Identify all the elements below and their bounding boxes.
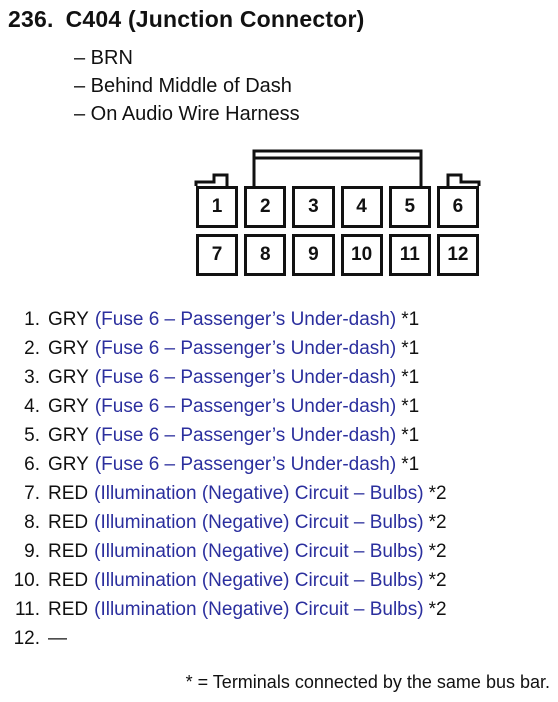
wire-color: GRY	[48, 454, 89, 475]
wire-busbar-mark: *2	[428, 512, 447, 533]
wire-item: 8. RED(Illumination (Negative) Circuit – …	[0, 508, 447, 537]
wire-color: RED	[48, 512, 89, 533]
locking-tab	[252, 149, 423, 186]
wire-busbar-mark: *1	[401, 309, 420, 330]
wire-index: 8.	[24, 512, 40, 533]
connector-diagram: 1 2 3 4 5 6 7 8 9 10 11 12	[190, 146, 490, 286]
wire-color: GRY	[48, 367, 89, 388]
right-latch	[446, 173, 481, 186]
wire-busbar-mark: *1	[401, 338, 420, 359]
wire-color: RED	[48, 599, 89, 620]
pin-4: 4	[340, 186, 383, 228]
wire-description: (Fuse 6 – Passenger’s Under-dash)	[94, 367, 397, 388]
wire-busbar-mark: *2	[428, 570, 447, 591]
wire-item: 10. RED(Illumination (Negative) Circuit –…	[0, 566, 447, 595]
wire-color: RED	[48, 483, 89, 504]
wire-item: 12. —	[0, 624, 447, 653]
pin-8: 8	[244, 234, 287, 276]
wire-index: 1.	[24, 309, 40, 330]
detail-harness: – On Audio Wire Harness	[74, 103, 300, 125]
wire-color: RED	[48, 570, 89, 591]
wire-item: 4. GRY(Fuse 6 – Passenger’s Under-dash)*1	[0, 392, 447, 421]
wire-description: (Fuse 6 – Passenger’s Under-dash)	[94, 396, 397, 417]
wire-busbar-mark: *2	[428, 483, 447, 504]
wire-list: 1.GRY(Fuse 6 – Passenger’s Under-dash)*1…	[0, 305, 447, 653]
wire-description: (Illumination (Negative) Circuit – Bulbs…	[94, 599, 424, 620]
connector-number: 236.	[8, 6, 54, 32]
wire-color: GRY	[48, 338, 89, 359]
wire-description: (Fuse 6 – Passenger’s Under-dash)	[94, 454, 397, 475]
wire-index: 3.	[24, 367, 40, 388]
detail-location: – Behind Middle of Dash	[74, 75, 292, 97]
wire-color: GRY	[48, 425, 89, 446]
wire-item: 3. GRY(Fuse 6 – Passenger’s Under-dash)*1	[0, 363, 447, 392]
wire-index: 7.	[24, 483, 40, 504]
wire-busbar-mark: *2	[428, 599, 447, 620]
wire-description: (Illumination (Negative) Circuit – Bulbs…	[94, 570, 424, 591]
wire-index: 9.	[24, 541, 40, 562]
wire-busbar-mark: *2	[428, 541, 447, 562]
wire-index: 12.	[13, 628, 40, 649]
detail-color: – BRN	[74, 47, 133, 69]
pin-5: 5	[388, 186, 431, 228]
pin-12: 12	[436, 234, 479, 276]
pin-2: 2	[244, 186, 287, 228]
connector-details: – BRN – Behind Middle of Dash – On Audio…	[74, 44, 300, 128]
wire-index: 4.	[24, 396, 40, 417]
wire-busbar-mark: *1	[401, 396, 420, 417]
left-latch	[194, 173, 229, 186]
busbar-footnote: * = Terminals connected by the same bus …	[185, 672, 550, 692]
wire-item: 5. GRY(Fuse 6 – Passenger’s Under-dash)*1	[0, 421, 447, 450]
pin-10: 10	[340, 234, 383, 276]
wire-busbar-mark: *1	[401, 454, 420, 475]
wire-index: 5.	[24, 425, 40, 446]
wire-busbar-mark: *1	[401, 367, 420, 388]
pin-1: 1	[196, 186, 239, 228]
wire-item: 1. GRY(Fuse 6 – Passenger’s Under-dash)*1	[0, 305, 447, 334]
wire-color: GRY	[48, 396, 89, 417]
wire-index: 6.	[24, 454, 40, 475]
wire-description: (Fuse 6 – Passenger’s Under-dash)	[94, 425, 397, 446]
wire-color: RED	[48, 541, 89, 562]
wire-description: (Illumination (Negative) Circuit – Bulbs…	[94, 512, 424, 533]
wire-index: 11.	[14, 599, 40, 620]
wire-index: 2.	[24, 338, 40, 359]
pin-grid: 1 2 3 4 5 6 7 8 9 10 11 12	[196, 186, 479, 276]
wire-color: GRY	[48, 309, 89, 330]
pin-11: 11	[388, 234, 431, 276]
wire-busbar-mark: *1	[401, 425, 420, 446]
page-title: 236. C404 (Junction Connector)	[8, 6, 365, 33]
connector-name: C404 (Junction Connector)	[65, 6, 365, 32]
pin-9: 9	[292, 234, 335, 276]
pin-6: 6	[436, 186, 479, 228]
wire-item: 7. RED(Illumination (Negative) Circuit – …	[0, 479, 447, 508]
wire-description: (Illumination (Negative) Circuit – Bulbs…	[94, 483, 424, 504]
wire-index: 10.	[13, 570, 40, 591]
wire-item: 9. RED(Illumination (Negative) Circuit – …	[0, 537, 447, 566]
wire-description: (Fuse 6 – Passenger’s Under-dash)	[94, 309, 397, 330]
wire-item: 11. RED(Illumination (Negative) Circuit –…	[0, 595, 447, 624]
wire-description: (Fuse 6 – Passenger’s Under-dash)	[94, 338, 397, 359]
connector-housing-outline	[194, 149, 481, 186]
wire-color: —	[48, 628, 67, 649]
wire-description: (Illumination (Negative) Circuit – Bulbs…	[94, 541, 424, 562]
wire-item: 6. GRY(Fuse 6 – Passenger’s Under-dash)*1	[0, 450, 447, 479]
pin-7: 7	[196, 234, 239, 276]
wire-item: 2. GRY(Fuse 6 – Passenger’s Under-dash)*1	[0, 334, 447, 363]
pin-3: 3	[292, 186, 335, 228]
